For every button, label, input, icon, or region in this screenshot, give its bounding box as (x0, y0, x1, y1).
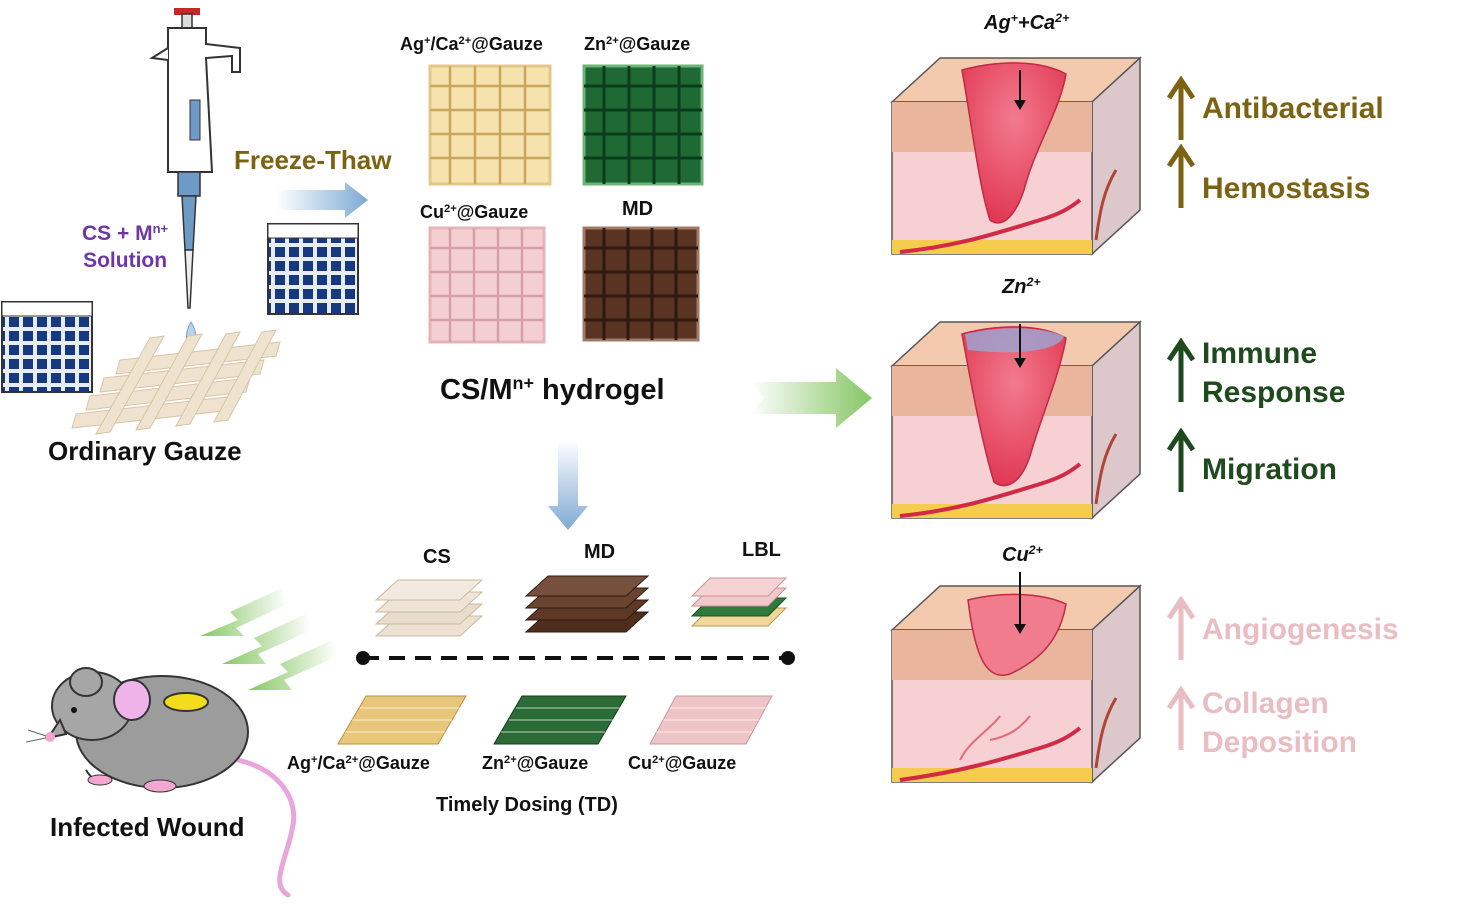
dosing-label-md: MD (584, 541, 616, 563)
hydrogel-title: CS/Mn+ hydrogel (440, 373, 665, 406)
ordinary-gauze-label: Ordinary Gauze (48, 436, 242, 466)
dosing-sheet-agca (337, 695, 467, 745)
gauze-square-zn (582, 64, 704, 186)
timeline-start-dot (356, 651, 370, 665)
ordinary-gauze-mesh (71, 329, 281, 435)
effect-migration: Migration (1202, 453, 1337, 486)
label-zn-gauze: Zn2+@Gauze (584, 34, 691, 54)
dosing-stack-md (524, 575, 650, 633)
freeze-thaw-arrow-icon (276, 182, 368, 218)
effect-hemostasis: Hemostasis (1202, 172, 1371, 205)
up-arrow-icon (1166, 144, 1196, 208)
dosing-label-agca: Ag+/Ca2+@Gauze (287, 753, 430, 773)
dosing-sheet-cu (649, 695, 773, 745)
skin-panel-3 (890, 572, 1142, 784)
dosing-stack-cs (374, 579, 484, 637)
label-md: MD (622, 198, 654, 220)
panel-1-ion-label: Ag++Ca2+ (984, 11, 1070, 34)
label-cu-gauze: Cu2+@Gauze (420, 202, 529, 222)
dosing-sheet-zn (493, 695, 627, 745)
gauze-square-md (582, 226, 700, 342)
skin-panel-1 (890, 56, 1142, 256)
dosing-label-zn: Zn2+@Gauze (482, 753, 589, 773)
dosing-label-cu: Cu2+@Gauze (628, 753, 737, 773)
treatment-arrows-icon (200, 588, 338, 690)
dosing-label-cs: CS (423, 546, 451, 568)
up-arrow-icon (1166, 428, 1196, 492)
effect-angiogenesis: Angiogenesis (1202, 613, 1399, 646)
dosing-label-lbl: LBL (742, 539, 781, 561)
green-arrow-icon (750, 368, 872, 428)
dosing-stack-lbl (690, 577, 788, 627)
up-arrow-icon (1166, 338, 1196, 402)
pipette-icon (149, 8, 241, 347)
gauze-photo-right (267, 223, 359, 315)
gauze-photo-left (1, 301, 93, 393)
skin-panel-2 (890, 320, 1142, 520)
down-arrow-icon (548, 440, 588, 530)
freeze-thaw-label: Freeze-Thaw (234, 145, 392, 175)
timely-dosing-caption: Timely Dosing (TD) (436, 794, 618, 816)
up-arrow-icon (1166, 76, 1196, 140)
mouse-icon (25, 667, 297, 898)
label-agca-gauze: Ag+/Ca2+@Gauze (400, 34, 543, 54)
panel-2-ion-label: Zn2+ (1002, 275, 1041, 298)
infected-wound-label: Infected Wound (50, 812, 245, 842)
solution-label: CS + Mn+ Solution (82, 220, 169, 272)
up-arrow-icon (1166, 686, 1196, 750)
timeline-end-dot (781, 651, 795, 665)
up-arrow-icon (1166, 596, 1196, 660)
gauze-square-cu (428, 226, 546, 344)
gauze-square-agca (428, 64, 552, 186)
panel-3-ion-label: Cu2+ (1002, 543, 1043, 566)
effect-antibacterial: Antibacterial (1202, 92, 1384, 125)
